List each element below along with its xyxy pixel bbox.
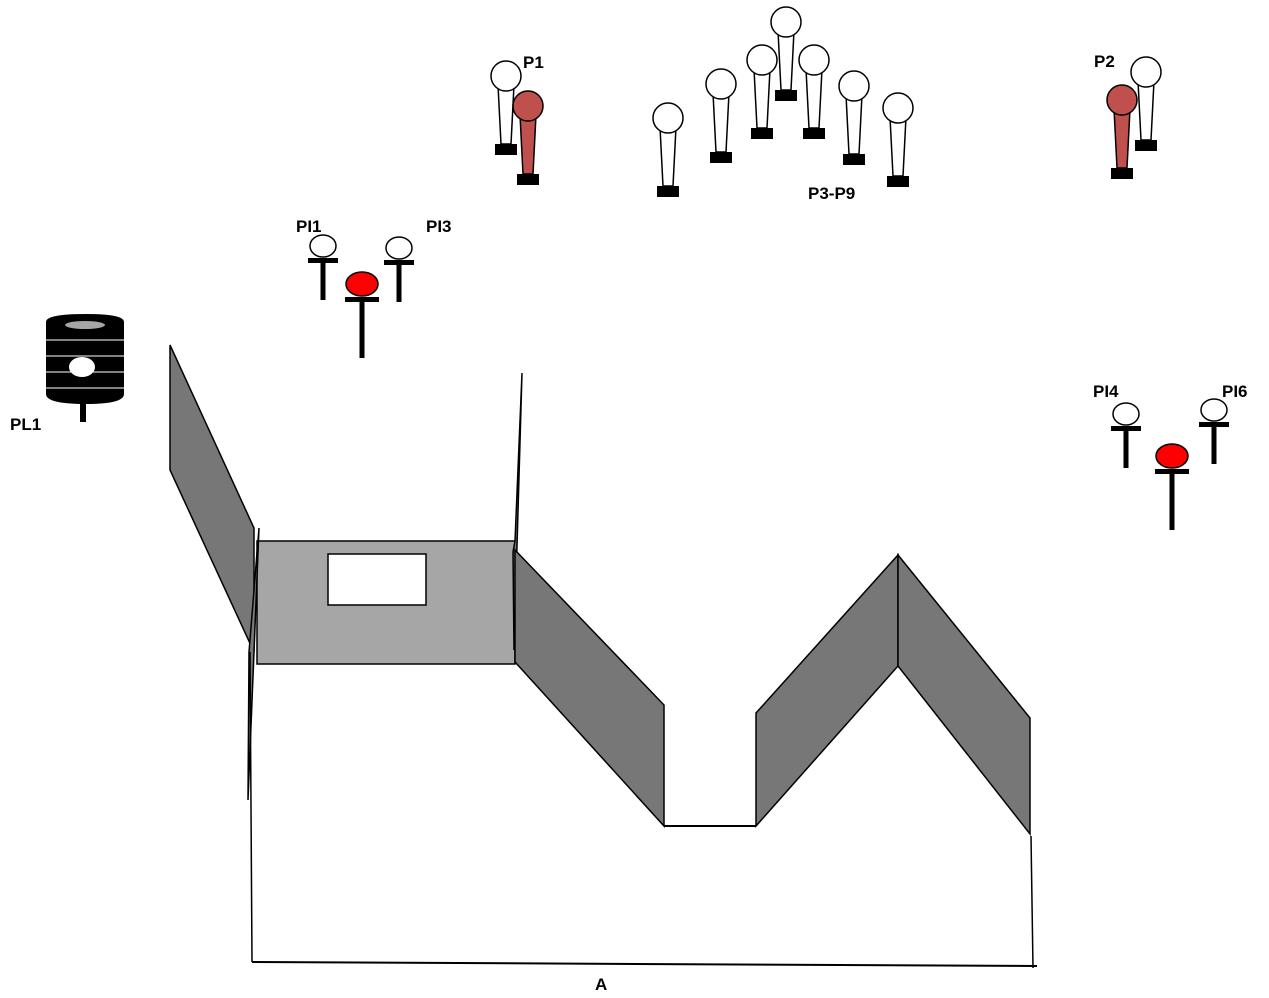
pole-icon bbox=[798, 44, 830, 140]
dimension-a: A bbox=[249, 651, 1038, 994]
label-p2: P2 bbox=[1094, 52, 1115, 71]
spotlight-icon bbox=[46, 314, 124, 422]
stand-icon bbox=[307, 234, 339, 301]
dimension-line bbox=[251, 961, 1038, 967]
pole-icon bbox=[705, 68, 737, 164]
dimension-left-extension bbox=[249, 651, 253, 963]
dimension-right-extension bbox=[1030, 835, 1034, 969]
label-p3-p9: P3-P9 bbox=[808, 184, 855, 203]
stand-icon bbox=[1110, 402, 1142, 469]
stand-icon bbox=[1198, 398, 1230, 465]
stand-icon bbox=[383, 236, 415, 303]
stand-group-pi4-pi6 bbox=[1110, 398, 1230, 531]
pole-icon bbox=[746, 44, 778, 140]
pole-icon bbox=[1106, 84, 1138, 180]
label-pi4: PI4 bbox=[1093, 382, 1119, 401]
slope-up-panel bbox=[755, 553, 899, 828]
stand-icon bbox=[1154, 443, 1190, 531]
pole-icon bbox=[652, 102, 684, 198]
ridge-down-panel bbox=[897, 552, 1031, 837]
pole-icon bbox=[838, 70, 870, 166]
label-a: A bbox=[595, 975, 607, 994]
left-wall-panel bbox=[169, 344, 255, 653]
pole-group-p2 bbox=[1106, 56, 1162, 180]
label-pi3: PI3 bbox=[426, 217, 452, 236]
pole-group-p1 bbox=[490, 60, 544, 186]
label-pi1: PI1 bbox=[296, 217, 322, 236]
pole-icon bbox=[512, 90, 544, 186]
window-opening bbox=[327, 553, 427, 606]
stand-icon bbox=[344, 271, 380, 359]
pole-group-p3-p9 bbox=[652, 6, 914, 198]
label-pi6: PI6 bbox=[1222, 382, 1248, 401]
slope-down-panel bbox=[514, 548, 665, 828]
pole-icon bbox=[882, 92, 914, 188]
stand-group-pi1-pi3 bbox=[307, 234, 415, 359]
label-p1: P1 bbox=[523, 53, 544, 72]
wall-structure bbox=[169, 344, 1031, 837]
label-pl1: PL1 bbox=[10, 415, 41, 434]
